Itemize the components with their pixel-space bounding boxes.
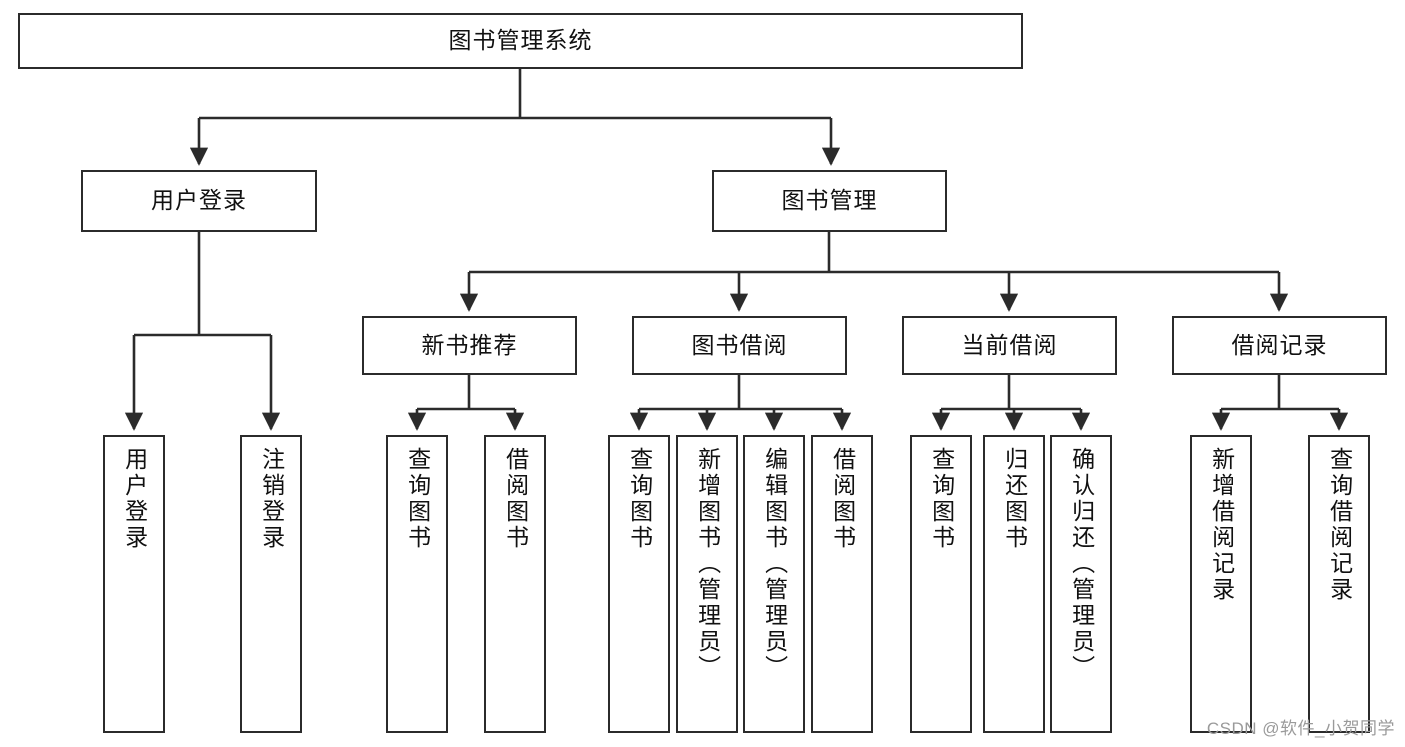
node-leaf-query-record[interactable]: 查询借阅记录 — [1308, 435, 1370, 733]
node-current-borrow[interactable]: 当前借阅 — [902, 316, 1117, 375]
node-leaf-query-book-1[interactable]: 查询图书 — [386, 435, 448, 733]
node-leaf-return-book-label: 归还图书 — [1001, 447, 1028, 551]
node-leaf-confirm-return-label: 确认归还（管理员） — [1068, 447, 1095, 681]
node-leaf-add-book-label: 新增图书（管理员） — [694, 447, 721, 681]
node-leaf-add-record-label: 新增借阅记录 — [1208, 447, 1235, 603]
node-leaf-logout[interactable]: 注销登录 — [240, 435, 302, 733]
node-leaf-edit-book-label: 编辑图书（管理员） — [761, 447, 788, 681]
node-borrow-record[interactable]: 借阅记录 — [1172, 316, 1387, 375]
node-leaf-query-book-2-label: 查询图书 — [626, 447, 653, 551]
node-leaf-add-record[interactable]: 新增借阅记录 — [1190, 435, 1252, 733]
node-new-book-rec[interactable]: 新书推荐 — [362, 316, 577, 375]
node-leaf-query-record-label: 查询借阅记录 — [1326, 447, 1353, 603]
node-book-manage-label: 图书管理 — [781, 187, 878, 214]
node-leaf-confirm-return[interactable]: 确认归还（管理员） — [1050, 435, 1112, 733]
node-root[interactable]: 图书管理系统 — [18, 13, 1023, 69]
node-leaf-return-book[interactable]: 归还图书 — [983, 435, 1045, 733]
node-leaf-borrow-book-1[interactable]: 借阅图书 — [484, 435, 546, 733]
node-leaf-query-book-2[interactable]: 查询图书 — [608, 435, 670, 733]
node-book-borrow-label: 图书借阅 — [691, 331, 788, 358]
node-book-manage[interactable]: 图书管理 — [712, 170, 947, 232]
node-leaf-add-book[interactable]: 新增图书（管理员） — [676, 435, 738, 733]
node-current-borrow-label: 当前借阅 — [961, 331, 1058, 358]
node-user-login[interactable]: 用户登录 — [81, 170, 317, 232]
node-leaf-logout-label: 注销登录 — [258, 447, 285, 551]
node-user-login-label: 用户登录 — [151, 187, 247, 214]
csdn-watermark: CSDN @软件_小贺同学 — [1206, 719, 1395, 738]
node-borrow-record-label: 借阅记录 — [1231, 331, 1328, 358]
node-leaf-query-book-3[interactable]: 查询图书 — [910, 435, 972, 733]
node-new-book-rec-label: 新书推荐 — [421, 331, 518, 358]
node-leaf-borrow-book-2[interactable]: 借阅图书 — [811, 435, 873, 733]
node-leaf-query-book-1-label: 查询图书 — [404, 447, 431, 551]
node-leaf-borrow-book-2-label: 借阅图书 — [829, 447, 856, 551]
node-leaf-borrow-book-1-label: 借阅图书 — [502, 447, 529, 551]
node-leaf-user-login-label: 用户登录 — [121, 447, 148, 551]
node-leaf-query-book-3-label: 查询图书 — [928, 447, 955, 551]
node-leaf-user-login[interactable]: 用户登录 — [103, 435, 165, 733]
node-book-borrow[interactable]: 图书借阅 — [632, 316, 847, 375]
node-leaf-edit-book[interactable]: 编辑图书（管理员） — [743, 435, 805, 733]
node-root-label: 图书管理系统 — [448, 27, 593, 54]
